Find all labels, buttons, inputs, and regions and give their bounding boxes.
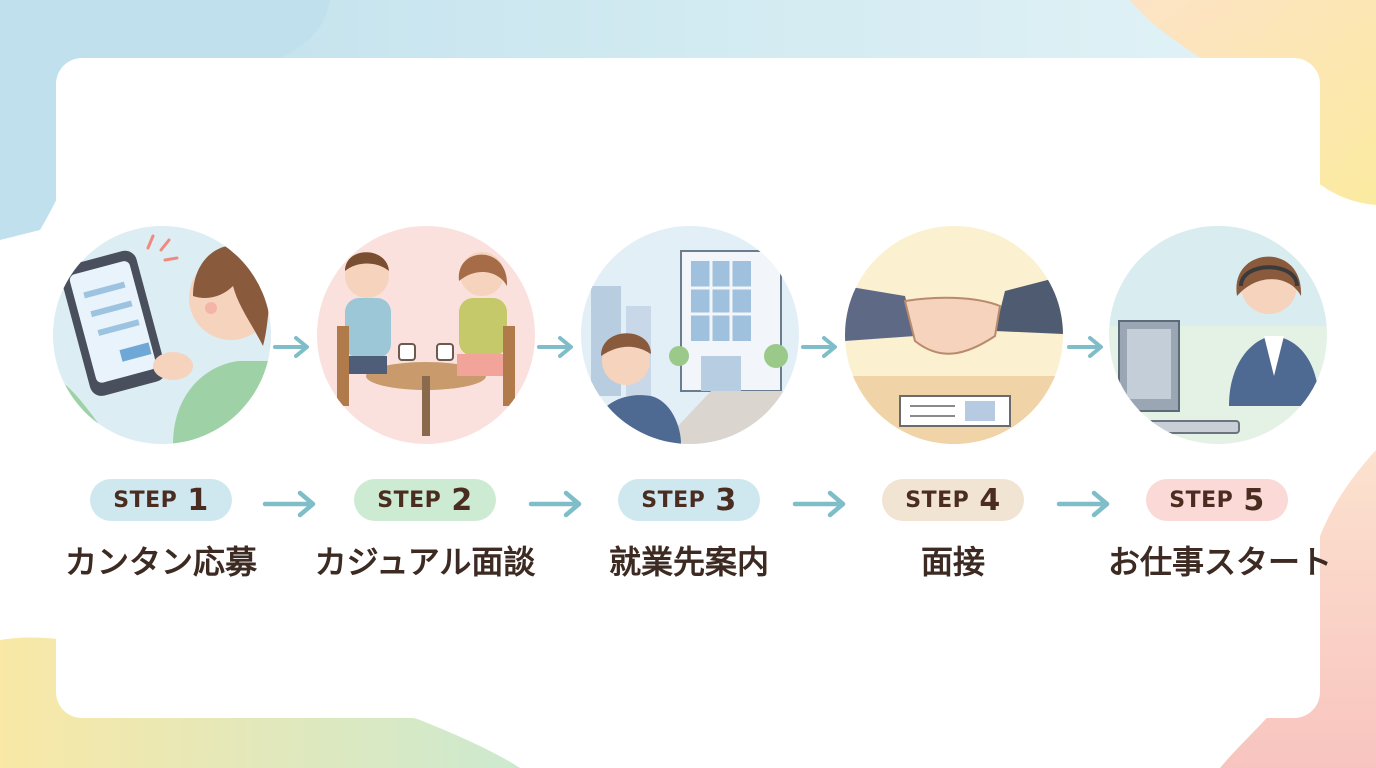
arrow-right-icon — [792, 490, 846, 518]
arrow-right-icon — [528, 490, 582, 518]
arrow-right-icon — [262, 490, 316, 518]
arrow-right-icon — [1067, 336, 1103, 358]
smartphone-apply-icon — [53, 226, 271, 444]
step-number: 5 — [1243, 482, 1265, 518]
step-5-illustration — [1109, 226, 1327, 444]
step-word: STEP — [905, 487, 970, 513]
step-1-badge: STEP 1 — [90, 479, 232, 521]
step-word: STEP — [641, 487, 706, 513]
step-3-title: 就業先案内 — [608, 543, 769, 581]
step-2-illustration — [317, 226, 535, 444]
step-word: STEP — [1169, 487, 1234, 513]
office-building-icon — [581, 226, 799, 444]
step-4-illustration — [845, 226, 1063, 444]
step-1-title: カンタン応募 — [64, 543, 257, 581]
step-number: 3 — [715, 482, 737, 518]
step-word: STEP — [377, 487, 442, 513]
step-number: 2 — [451, 482, 473, 518]
step-3-badge: STEP 3 — [618, 479, 760, 521]
step-number: 4 — [979, 482, 1001, 518]
arrow-right-icon — [273, 336, 309, 358]
step-2-title: カジュアル面談 — [314, 543, 536, 581]
step-word: STEP — [113, 487, 178, 513]
step-4-badge: STEP 4 — [882, 479, 1024, 521]
step-5-title: お仕事スタート — [1107, 543, 1332, 581]
headset-worker-icon — [1109, 226, 1327, 444]
arrow-right-icon — [1056, 490, 1110, 518]
step-2-badge: STEP 2 — [354, 479, 496, 521]
casual-meeting-icon — [317, 226, 535, 444]
step-1-illustration — [53, 226, 271, 444]
arrow-right-icon — [537, 336, 573, 358]
arrow-right-icon — [801, 336, 837, 358]
step-5-badge: STEP 5 — [1146, 479, 1288, 521]
step-3-illustration — [581, 226, 799, 444]
step-4-title: 面接 — [920, 543, 985, 581]
handshake-icon — [845, 226, 1063, 444]
step-number: 1 — [187, 482, 209, 518]
